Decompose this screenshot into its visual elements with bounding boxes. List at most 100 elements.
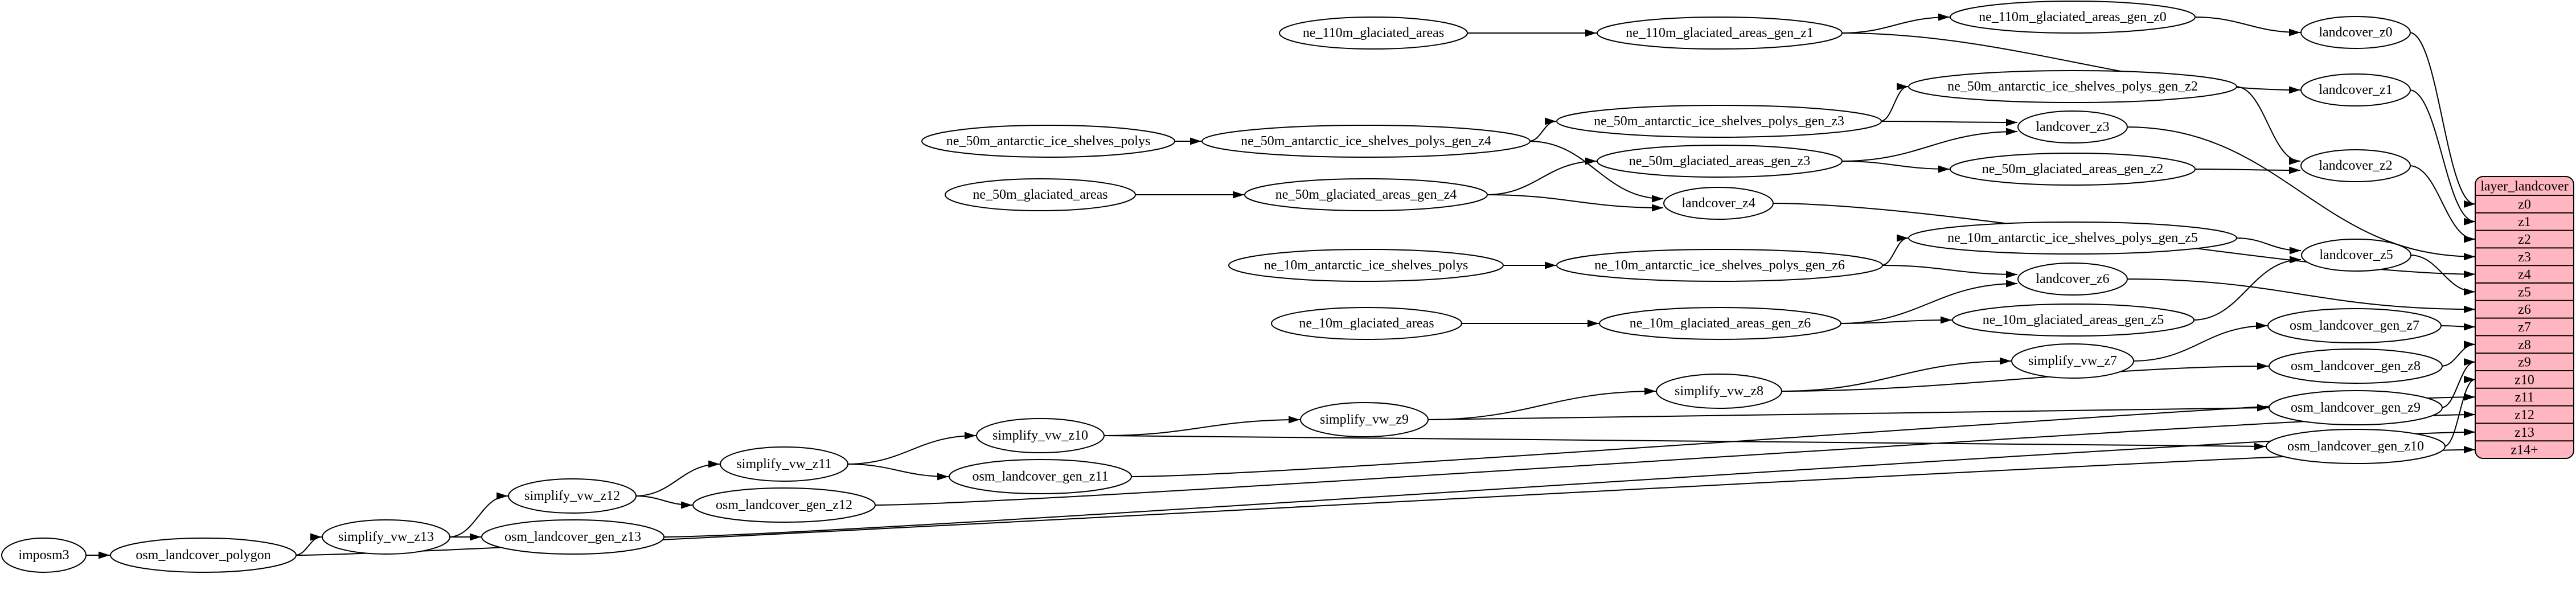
edge-landcover_z5-to-z5 <box>2409 255 2476 296</box>
node-ellipse-ne_10m_glaciated_areas <box>1271 307 1462 340</box>
edge-landcover_z0-to-z0 <box>2409 32 2476 208</box>
node-ne_50m_antarctic_ice_shelves_polys_gen_z4: ne_50m_antarctic_ice_shelves_polys_gen_z… <box>1201 125 1531 158</box>
node-simplify_vw_z13: simplify_vw_z13 <box>322 519 450 555</box>
node-label-ne_50m_glaciated_areas_gen_z2: ne_50m_glaciated_areas_gen_z2 <box>1982 162 2164 177</box>
edge-landcover_z1-to-z1 <box>2409 89 2476 225</box>
node-label-ne_50m_antarctic_ice_shelves_polys_gen_z3: ne_50m_antarctic_ice_shelves_polys_gen_z… <box>1594 114 1844 129</box>
node-label-ne_50m_glaciated_areas_gen_z4: ne_50m_glaciated_areas_gen_z4 <box>1275 187 1457 202</box>
node-osm_landcover_gen_z7: osm_landcover_gen_z7 <box>2267 308 2442 343</box>
table-row-z2: z2 <box>2518 232 2531 247</box>
node-osm_landcover_gen_z11: osm_landcover_gen_z11 <box>949 459 1132 494</box>
node-ellipse-ne_50m_glaciated_areas_gen_z3 <box>1597 145 1843 178</box>
edge-osm_landcover_gen_z13-to-z13 <box>662 428 2476 538</box>
node-label-ne_50m_antarctic_ice_shelves_polys_gen_z2: ne_50m_antarctic_ice_shelves_polys_gen_z… <box>1947 79 2198 94</box>
node-ellipse-imposm3 <box>1 538 87 573</box>
table-row-z3: z3 <box>2518 250 2531 265</box>
table-row-z12: z12 <box>2515 408 2534 423</box>
node-landcover_z5: landcover_z5 <box>2301 239 2411 272</box>
table-row-z11: z11 <box>2515 390 2534 405</box>
edge-simplify_vw_z10-to-simplify_vw_z9 <box>1102 416 1301 436</box>
edge-simplify_vw_z12-to-osm_landcover_gen_z12 <box>634 495 693 509</box>
node-label-ne_10m_glaciated_areas: ne_10m_glaciated_areas <box>1299 316 1434 331</box>
node-ellipse-landcover_z0 <box>2300 16 2411 49</box>
node-ellipse-ne_50m_glaciated_areas <box>945 178 1136 211</box>
node-label-landcover_z2: landcover_z2 <box>2319 158 2392 173</box>
node-label-simplify_vw_z11: simplify_vw_z11 <box>736 457 831 471</box>
table-row-z5: z5 <box>2518 285 2531 300</box>
edge-ne_110m_glaciated_areas_gen_z0-to-landcover_z0 <box>2193 17 2301 36</box>
node-ne_50m_glaciated_areas_gen_z2: ne_50m_glaciated_areas_gen_z2 <box>1950 153 2196 186</box>
node-ne_10m_antarctic_ice_shelves_polys_gen_z6: ne_10m_antarctic_ice_shelves_polys_gen_z… <box>1556 249 1883 282</box>
node-label-landcover_z4: landcover_z4 <box>1681 196 1755 211</box>
table-row-z1: z1 <box>2518 215 2531 229</box>
node-label-ne_50m_antarctic_ice_shelves_polys: ne_50m_antarctic_ice_shelves_polys <box>946 134 1151 149</box>
node-ne_10m_antarctic_ice_shelves_polys: ne_10m_antarctic_ice_shelves_polys <box>1228 249 1504 282</box>
table-layer-landcover: layer_landcoverz0z1z2z3z4z5z6z7z8z9z10z1… <box>2475 176 2574 459</box>
edge-osm_landcover_gen_z12-to-z12 <box>873 411 2476 506</box>
node-ellipse-osm_landcover_gen_z9 <box>2269 390 2443 425</box>
edge-ne_50m_antarctic_ice_shelves_polys_gen_z2-to-landcover_z2 <box>2235 86 2301 165</box>
node-landcover_z4: landcover_z4 <box>1663 187 1774 220</box>
node-ellipse-osm_landcover_gen_z11 <box>949 459 1132 494</box>
node-ellipse-ne_10m_antarctic_ice_shelves_polys_gen_z6 <box>1556 249 1883 282</box>
node-ne_50m_antarctic_ice_shelves_polys_gen_z2: ne_50m_antarctic_ice_shelves_polys_gen_z… <box>1908 70 2237 103</box>
node-ellipse-landcover_z6 <box>2017 263 2128 296</box>
node-ellipse-ne_10m_glaciated_areas_gen_z6 <box>1599 307 1841 340</box>
table-row-z10: z10 <box>2515 372 2534 387</box>
node-landcover_z1: landcover_z1 <box>2300 73 2411 106</box>
edge-landcover_z3-to-z3 <box>2126 126 2476 261</box>
node-simplify_vw_z10: simplify_vw_z10 <box>976 418 1105 453</box>
edge-ne_10m_antarctic_ice_shelves_polys_gen_z5-to-landcover_z5 <box>2235 237 2302 255</box>
node-ellipse-simplify_vw_z13 <box>322 519 450 555</box>
node-ne_10m_glaciated_areas_gen_z5: ne_10m_glaciated_areas_gen_z5 <box>1952 304 2194 337</box>
node-label-landcover_z3: landcover_z3 <box>2036 120 2109 134</box>
table-title: layer_landcover <box>2480 179 2569 194</box>
node-imposm3: imposm3 <box>1 538 87 573</box>
edge-ne_10m_antarctic_ice_shelves_polys_gen_z6-to-ne_10m_antarctic_ice_shelves_polys_gen_z5 <box>1881 234 1909 266</box>
edge-simplify_vw_z10-to-osm_landcover_gen_z10 <box>1102 435 2266 450</box>
node-ne_50m_glaciated_areas_gen_z3: ne_50m_glaciated_areas_gen_z3 <box>1597 145 1843 178</box>
node-ellipse-ne_50m_antarctic_ice_shelves_polys_gen_z2 <box>1908 70 2237 103</box>
table-layer: layer_landcoverz0z1z2z3z4z5z6z7z8z9z10z1… <box>2475 176 2574 459</box>
node-ellipse-ne_50m_antarctic_ice_shelves_polys_gen_z4 <box>1201 125 1531 158</box>
node-simplify_vw_z12: simplify_vw_z12 <box>508 478 637 514</box>
node-ellipse-osm_landcover_gen_z10 <box>2266 429 2446 464</box>
node-label-ne_10m_glaciated_areas_gen_z5: ne_10m_glaciated_areas_gen_z5 <box>1983 313 2164 327</box>
edge-landcover_z6-to-z6 <box>2126 278 2476 313</box>
node-layer: imposm3 osm_landcover_polygon simplify_vw_… <box>1 1 2446 573</box>
node-ellipse-osm_landcover_gen_z12 <box>692 487 876 523</box>
node-osm_landcover_gen_z8: osm_landcover_gen_z8 <box>2269 348 2443 384</box>
node-ellipse-simplify_vw_z11 <box>720 446 848 482</box>
node-simplify_vw_z8: simplify_vw_z8 <box>1656 374 1782 409</box>
node-ellipse-landcover_z2 <box>2300 149 2411 182</box>
node-osm_landcover_gen_z10: osm_landcover_gen_z10 <box>2266 429 2446 464</box>
edge-ne_10m_glaciated_areas_gen_z6-to-landcover_z6 <box>1839 280 2018 324</box>
node-simplify_vw_z11: simplify_vw_z11 <box>720 446 848 482</box>
edge-osm_landcover_gen_z7-to-z7 <box>2439 323 2476 331</box>
node-label-imposm3: imposm3 <box>18 548 69 563</box>
node-ellipse-simplify_vw_z8 <box>1656 374 1782 409</box>
table-row-z6: z6 <box>2518 302 2531 317</box>
edge-ne_50m_antarctic_ice_shelves_polys_gen_z4-to-landcover_z4 <box>1528 141 1664 203</box>
node-label-osm_landcover_gen_z13: osm_landcover_gen_z13 <box>504 530 641 544</box>
node-label-ne_10m_antarctic_ice_shelves_polys: ne_10m_antarctic_ice_shelves_polys <box>1264 258 1469 273</box>
node-ellipse-landcover_z5 <box>2301 239 2411 272</box>
node-ellipse-ne_10m_antarctic_ice_shelves_polys_gen_z5 <box>1908 222 2237 255</box>
table-row-z13: z13 <box>2515 425 2534 440</box>
edge-ne_50m_glaciated_areas_gen_z3-to-landcover_z3 <box>1840 128 2018 162</box>
edge-ne_10m_glaciated_areas_gen_z5-to-landcover_z5 <box>2192 256 2302 321</box>
edge-simplify_vw_z7-to-osm_landcover_gen_z7 <box>2132 322 2268 362</box>
node-label-ne_110m_glaciated_areas: ne_110m_glaciated_areas <box>1303 26 1444 40</box>
edge-ne_50m_antarctic_ice_shelves_polys_gen_z4-to-ne_50m_antarctic_ice_shelves_polys_gen_z3 <box>1528 117 1557 142</box>
edge-osm_landcover_polygon-to-simplify_vw_z13 <box>294 533 322 556</box>
node-label-osm_landcover_gen_z10: osm_landcover_gen_z10 <box>2287 439 2424 454</box>
edge-osm_landcover_gen_z8-to-z8 <box>2440 341 2476 367</box>
node-osm_landcover_gen_z12: osm_landcover_gen_z12 <box>692 487 876 523</box>
node-label-ne_10m_glaciated_areas_gen_z6: ne_10m_glaciated_areas_gen_z6 <box>1630 316 1811 331</box>
node-label-osm_landcover_gen_z9: osm_landcover_gen_z9 <box>2291 400 2421 415</box>
node-label-osm_landcover_polygon: osm_landcover_polygon <box>136 548 270 563</box>
edge-simplify_vw_z13-to-simplify_vw_z12 <box>448 492 508 538</box>
node-ellipse-landcover_z3 <box>2017 110 2128 143</box>
edge-landcover_z2-to-z2 <box>2409 165 2476 243</box>
